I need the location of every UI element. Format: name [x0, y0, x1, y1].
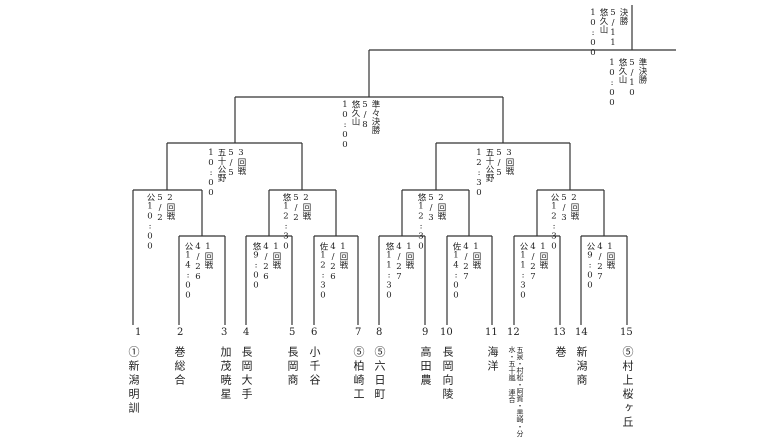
team-name: ⑤六日町: [373, 346, 386, 402]
team-name: 巻: [554, 346, 567, 360]
team-name: 小千谷: [308, 346, 321, 388]
seed-number: 14: [575, 327, 588, 338]
seed-number: 7: [355, 327, 362, 338]
final-label: 決勝 5/11 悠久山 10:00: [588, 8, 628, 58]
seed-number: 5: [289, 327, 296, 338]
seed-number: 13: [553, 327, 566, 338]
team-name: 長岡商: [286, 346, 299, 388]
seed-number: 4: [243, 327, 250, 338]
team-name: ⑤柏崎工: [352, 346, 365, 402]
round3-left-label: 3回戦 5/5 五十公野 10:00: [206, 148, 246, 198]
seed-number: 2: [177, 327, 184, 338]
round2-b-label: 2回戦 5/2 悠12:30: [281, 193, 311, 252]
seed-number: 15: [620, 327, 633, 338]
quarterfinal-label: 準々決勝 5/8 悠久山 10:00: [340, 100, 380, 150]
team-name: 加茂暁星: [219, 346, 232, 402]
round3-right-label: 3回戦 5/5 五十公野 12:30: [474, 148, 514, 198]
semifinal-label: 準決勝 5/10 悠久山 10:00: [607, 58, 647, 108]
team-name: ⑤村上桜ヶ丘: [621, 346, 634, 430]
team-name: ①新潟明訓: [127, 346, 140, 416]
team-name: 新潟商: [575, 346, 588, 388]
team-name: 高田農: [419, 346, 432, 388]
round1-b-label: 1回戦 4/26 悠9:00: [251, 242, 281, 291]
round1-d-label: 1回戦 4/27 悠11:30: [384, 242, 414, 301]
round1-f-label: 1回戦 4/27 公11:30: [518, 242, 548, 301]
team-name: 巻総合: [173, 346, 186, 388]
team-name: 五泉・村松・阿賀・黒崎・分水・五十嵐 連合: [508, 346, 524, 437]
seed-number: 9: [422, 327, 429, 338]
round2-a-label: 2回戦 5/2 公10:00: [145, 193, 175, 252]
seed-number: 8: [376, 327, 383, 338]
round1-e-label: 1回戦 4/27 佐14:00: [451, 242, 481, 301]
team-name: 長岡向陵: [441, 346, 454, 402]
round1-c-label: 1回戦 4/26 佐12:30: [318, 242, 348, 301]
round2-d-label: 2回戦 5/3 公12:30: [549, 193, 579, 252]
team-name: 海洋: [486, 346, 499, 374]
round1-a-label: 1回戦 4/26 公14:00: [183, 242, 213, 301]
seed-number: 11: [485, 327, 498, 338]
seed-number: 10: [440, 327, 453, 338]
round2-c-label: 2回戦 5/3 悠12:30: [416, 193, 446, 252]
seed-number: 1: [135, 327, 142, 338]
seed-number: 12: [507, 327, 520, 338]
seed-number: 6: [311, 327, 318, 338]
round1-g-label: 1回戦 4/27 公9:00: [585, 242, 615, 291]
seed-number: 3: [221, 327, 228, 338]
team-name: 長岡大手: [240, 346, 253, 402]
